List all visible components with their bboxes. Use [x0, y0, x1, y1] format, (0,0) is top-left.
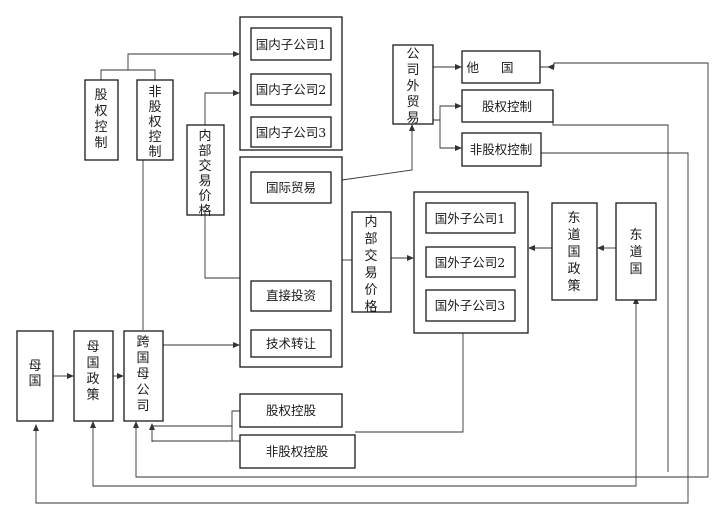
- label-home-country: 母国: [28, 359, 41, 389]
- label-external-trade: 公司外贸易: [406, 47, 419, 126]
- label-domestic-sub-3: 国内子公司3: [256, 125, 327, 140]
- box-home-policy: 母国政策: [73, 330, 114, 422]
- box-external-trade: 公司外贸易: [392, 44, 434, 126]
- box-non-equity-control-left: 非股权控制: [136, 79, 174, 161]
- box-equity-control-left: 股权控制: [84, 79, 119, 161]
- box-non-equity-holding: 非股权控股: [239, 434, 356, 469]
- label-foreign-sub-1: 国外子公司1: [435, 211, 505, 226]
- box-internal-pricing-left: 内部交易价格: [186, 124, 225, 219]
- label-foreign-sub-3: 国外子公司3: [435, 298, 506, 313]
- label-internal-pricing-left: 内部交易价格: [198, 128, 211, 219]
- box-host-country: 东道国: [615, 202, 657, 301]
- label-non-equity-control-right: 非股权控制: [470, 142, 533, 157]
- label-non-equity-control-left: 非股权控制: [148, 85, 161, 160]
- label-equity-holding: 股权控股: [266, 403, 317, 418]
- box-mnc: 跨国母公司: [123, 330, 164, 422]
- box-internal-pricing-mid: 内部交易价格: [351, 211, 392, 315]
- label-host-country: 东道国: [629, 228, 642, 277]
- label-other-country: 他国: [466, 60, 535, 75]
- group-foreign-subsidiaries: 国外子公司1 国外子公司2 国外子公司3: [413, 191, 529, 334]
- label-domestic-sub-1: 国内子公司1: [256, 37, 326, 52]
- box-host-policy: 东道国政策: [551, 202, 598, 301]
- label-equity-control-left: 股权控制: [94, 88, 107, 151]
- group-domestic-subsidiaries: 国内子公司1 国内子公司2 国内子公司3: [239, 16, 343, 151]
- label-non-equity-holding: 非股权控股: [266, 444, 329, 459]
- label-intl-trade: 国际贸易: [266, 180, 316, 195]
- box-home-country: 母国: [16, 330, 54, 422]
- label-mnc: 跨国母公司: [136, 335, 149, 414]
- label-direct-investment: 直接投资: [266, 288, 316, 303]
- label-host-policy: 东道国政策: [567, 211, 580, 294]
- box-equity-control-right: 股权控制: [461, 89, 554, 123]
- box-non-equity-control-right: 非股权控制: [461, 132, 542, 167]
- label-domestic-sub-2: 国内子公司2: [256, 82, 326, 97]
- label-foreign-sub-2: 国外子公司2: [435, 255, 505, 270]
- label-home-policy: 母国政策: [86, 340, 99, 403]
- group-core-channels: 国际贸易 直接投资 技术转让: [239, 156, 343, 368]
- label-equity-control-right: 股权控制: [482, 99, 532, 114]
- label-internal-pricing-mid: 内部交易价格: [364, 214, 377, 315]
- box-other-country: 他国: [461, 50, 541, 84]
- label-tech-transfer: 技术转让: [266, 336, 316, 351]
- box-equity-holding: 股权控股: [239, 393, 343, 428]
